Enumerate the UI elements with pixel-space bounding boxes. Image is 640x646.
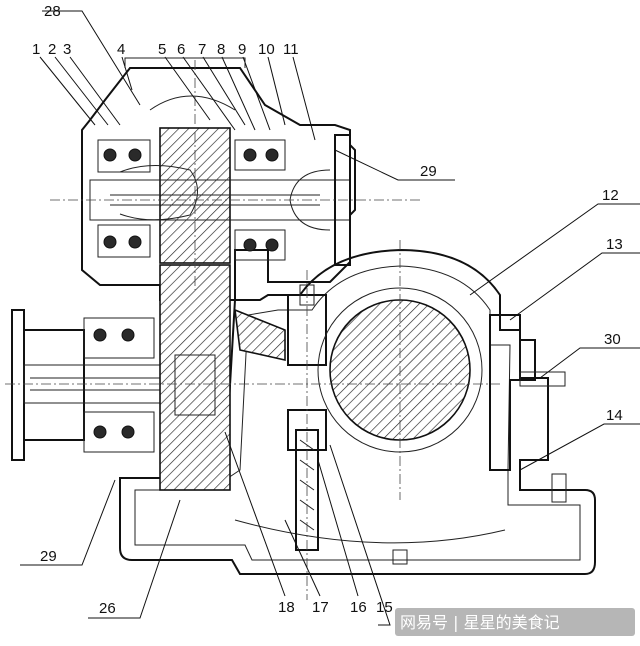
input-gear-hatched [159, 264, 231, 491]
bottom-bolt [551, 473, 567, 503]
lower-housing-outline [119, 248, 596, 575]
top-cover-arc [149, 95, 236, 111]
upper-shaft-left-bearing-2 [97, 224, 151, 258]
housing-bottom-curve [234, 519, 506, 544]
input-gear-inner [174, 354, 216, 416]
left-flange [11, 309, 25, 461]
label-18: 18 [278, 599, 295, 616]
label-14: 14 [606, 407, 623, 424]
lower-housing-inner [134, 265, 581, 561]
drain-plug [392, 549, 408, 565]
upper-shaft-right-bearing [234, 139, 286, 171]
label-29-bottom: 29 [40, 548, 57, 565]
label-13: 13 [606, 236, 623, 253]
label-26: 26 [99, 600, 116, 617]
watermark: 网易号 | 星星的美食记 [400, 613, 560, 632]
rod-wedge [234, 308, 286, 361]
right-bolt [519, 371, 566, 387]
input-bearing-top [83, 317, 155, 359]
label-15: 15 [376, 599, 393, 616]
upper-shaft-right-bearing-2 [234, 229, 286, 261]
input-shaft-body [23, 329, 85, 441]
leader-lines [20, 10, 640, 626]
label-6: 6 [177, 41, 185, 58]
upper-shaft-left-bearing [97, 139, 151, 173]
label-29-top: 29 [420, 163, 437, 180]
label-11: 11 [283, 41, 299, 58]
label-5: 5 [158, 41, 166, 58]
upper-left-cup [119, 164, 198, 221]
label-9: 9 [238, 41, 246, 58]
label-8: 8 [217, 41, 225, 58]
upper-shaft-key [110, 194, 320, 206]
watermark-background [395, 608, 635, 636]
label-7: 7 [198, 41, 206, 58]
label-2: 2 [48, 41, 56, 58]
right-bracket [489, 314, 536, 471]
label-1: 1 [32, 41, 40, 58]
label-17: 17 [312, 599, 329, 616]
label-3: 3 [63, 41, 71, 58]
label-30: 30 [604, 331, 621, 348]
input-bearing-bottom [83, 411, 155, 453]
bearing-balls [93, 148, 279, 439]
label-4: 4 [117, 41, 125, 58]
label-12: 12 [602, 187, 619, 204]
label-10: 10 [258, 41, 275, 58]
label-28: 28 [44, 3, 61, 20]
label-16: 16 [350, 599, 367, 616]
